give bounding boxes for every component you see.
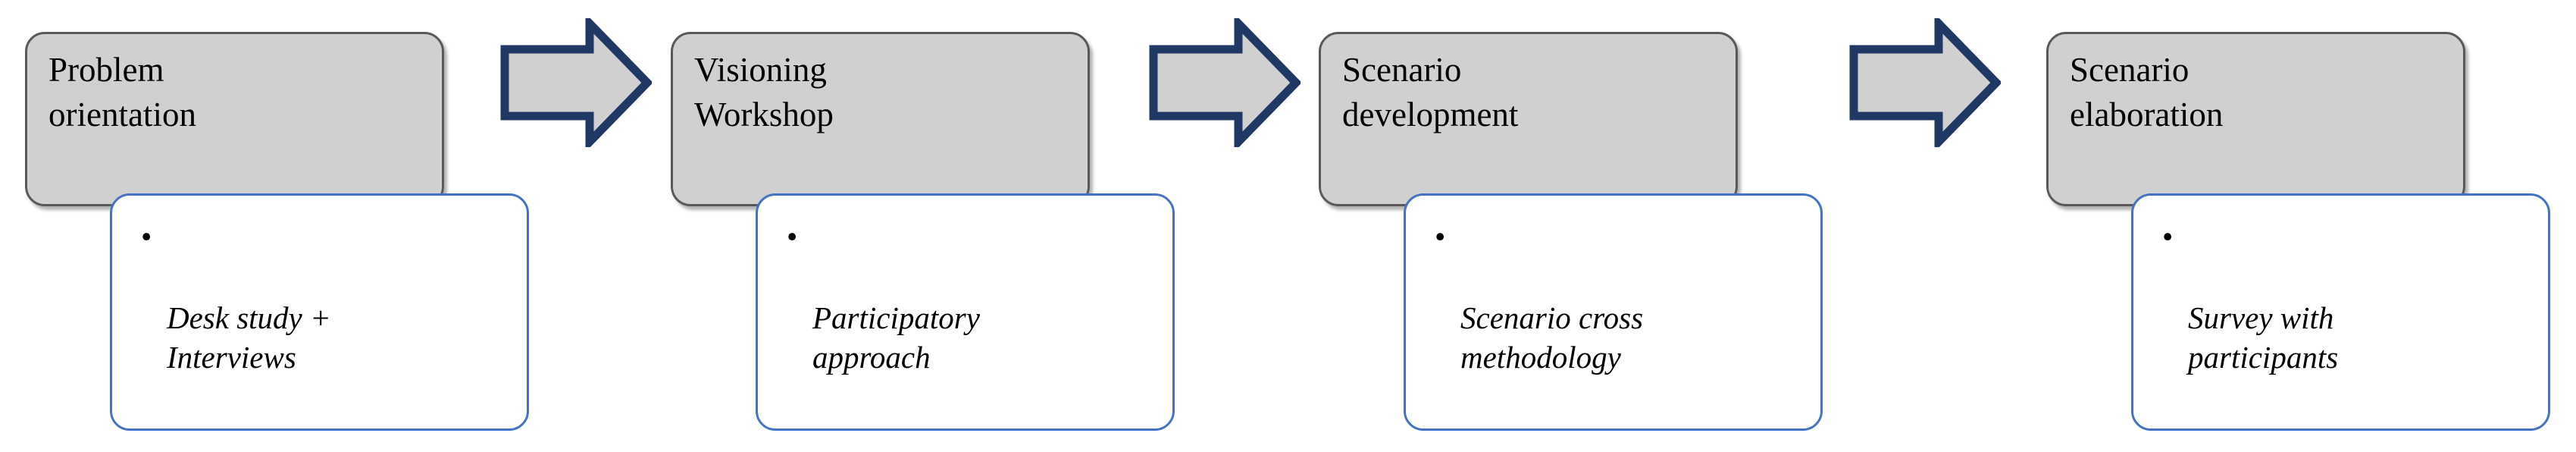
- stage-title: Problem orientation: [49, 51, 196, 133]
- stage-title: Scenario development: [1342, 51, 1519, 133]
- right-block-arrow-icon: [500, 18, 652, 147]
- bullet-text: Desk study + Interviews: [167, 300, 331, 375]
- stage-detail-card[interactable]: • Desk study + Interviews: [110, 193, 529, 431]
- bullet-marker-icon: •: [787, 219, 798, 254]
- stage-bullet-list: • Scenario cross methodology: [1432, 218, 1808, 378]
- bullet-marker-icon: •: [1435, 219, 1446, 254]
- stage-title: Visioning Workshop: [694, 51, 834, 133]
- stage-bullet-list: • Participatory approach: [784, 218, 1160, 378]
- stage-scenario-development: Scenario development • Scenario cross me…: [1294, 0, 1824, 452]
- bullet-text: Scenario cross methodology: [1460, 300, 1644, 375]
- list-item: • Survey with participants: [2159, 218, 2536, 378]
- list-item: • Participatory approach: [784, 218, 1160, 378]
- stage-bullet-list: • Survey with participants: [2159, 218, 2536, 378]
- right-block-arrow-icon: [1149, 18, 1301, 147]
- stage-detail-card[interactable]: • Scenario cross methodology: [1404, 193, 1823, 431]
- stage-header-card[interactable]: Problem orientation: [25, 32, 444, 206]
- stage-problem-orientation: Problem orientation • Desk study + Inter…: [0, 0, 531, 452]
- list-item: • Scenario cross methodology: [1432, 218, 1808, 378]
- stage-title: Scenario elaboration: [2070, 51, 2224, 133]
- stage-header-card[interactable]: Scenario development: [1319, 32, 1738, 206]
- bullet-text: Participatory approach: [812, 300, 980, 375]
- stage-detail-card[interactable]: • Participatory approach: [756, 193, 1175, 431]
- stage-visioning-workshop: Visioning Workshop • Participatory appro…: [646, 0, 1176, 452]
- list-item: • Desk study + Interviews: [138, 218, 515, 378]
- stage-detail-card[interactable]: • Survey with participants: [2131, 193, 2550, 431]
- stage-header-card[interactable]: Scenario elaboration: [2046, 32, 2465, 206]
- stage-bullet-list: • Desk study + Interviews: [138, 218, 515, 378]
- bullet-marker-icon: •: [2162, 219, 2174, 254]
- stage-scenario-elaboration: Scenario elaboration • Survey with parti…: [2021, 0, 2552, 452]
- stage-header-card[interactable]: Visioning Workshop: [671, 32, 1090, 206]
- bullet-text: Survey with participants: [2188, 300, 2339, 375]
- bullet-marker-icon: •: [141, 219, 152, 254]
- right-block-arrow-icon: [1849, 18, 2001, 147]
